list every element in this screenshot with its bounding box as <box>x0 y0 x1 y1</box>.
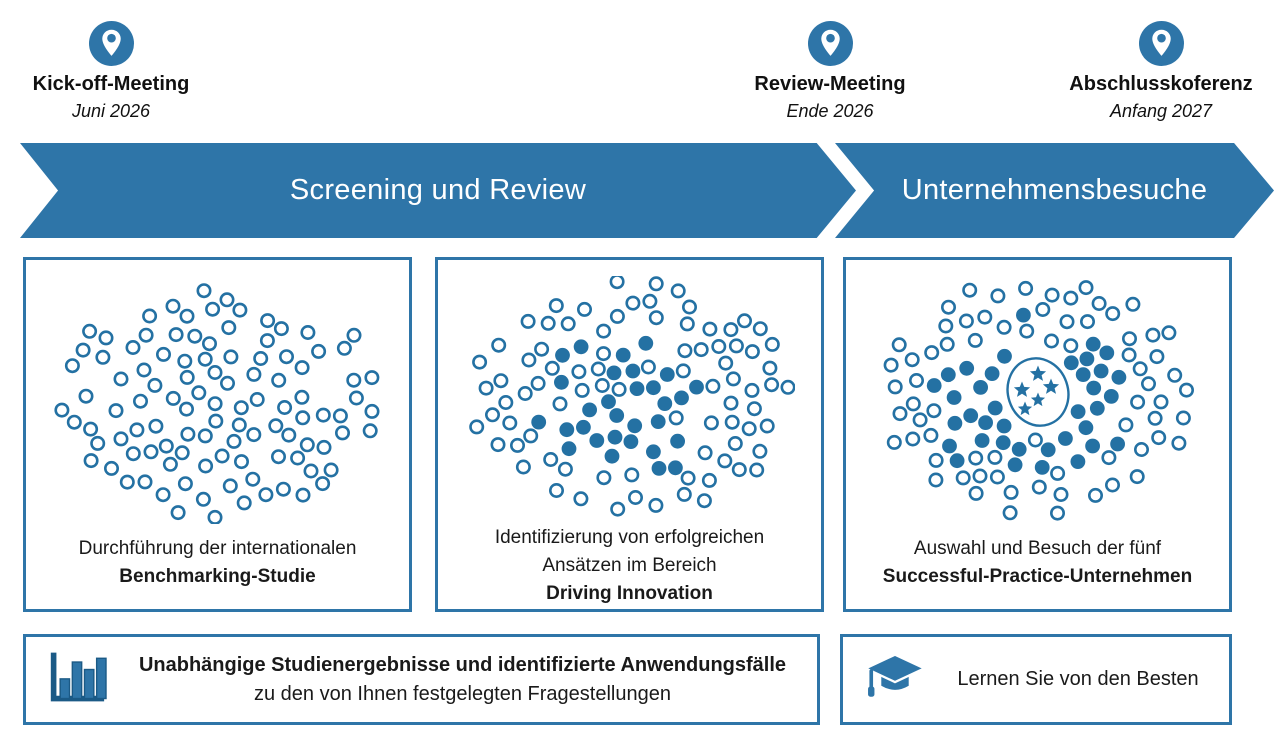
milestone-label: Abschlusskoferenz <box>1069 73 1253 95</box>
milestone-date: Ende 2026 <box>786 101 874 121</box>
step-box-driving-innovation: Identifizierung von erfolgreichen Ansätz… <box>435 257 824 612</box>
footer-bold-line: Unabhängige Studienergebnisse und identi… <box>138 653 787 676</box>
footer-line: Lernen Sie von den Besten <box>957 668 1199 690</box>
milestone-date: Juni 2026 <box>71 101 151 121</box>
caption-line: Durchführung der internationalen <box>78 538 357 559</box>
phase-label: Unternehmensbesuche <box>901 174 1208 206</box>
caption-line: Ansätzen im Bereich <box>542 555 717 576</box>
caption-line-bold: Successful-Practice-Unternehmen <box>882 566 1193 587</box>
bar-chart-icon <box>46 648 108 711</box>
milestone-label: Kick-off-Meeting <box>32 73 190 95</box>
footer-box-study-results: Unabhängige Studienergebnisse und identi… <box>23 634 820 725</box>
milestone-label: Review-Meeting <box>754 73 906 95</box>
location-pin-icon <box>1138 21 1184 66</box>
phase-arrow-company-visits: Unternehmensbesuche <box>835 143 1274 238</box>
step-caption: Durchführung der internationalen Benchma… <box>79 524 357 609</box>
location-pin-icon <box>807 21 853 66</box>
graduation-cap-icon <box>863 651 927 709</box>
step-box-benchmarking: Durchführung der internationalen Benchma… <box>23 257 412 612</box>
caption-line-bold: Benchmarking-Studie <box>119 566 316 587</box>
caption-line: Auswahl und Besuch der fünf <box>913 538 1162 559</box>
dot-cluster-illustration <box>53 283 379 524</box>
footer-text: Lernen Sie von den Besten <box>927 665 1229 694</box>
caption-line-bold: Driving Innovation <box>546 583 713 604</box>
milestone-date: Anfang 2027 <box>1109 101 1213 121</box>
dot-cluster-illustration <box>883 280 1194 521</box>
location-pin-icon <box>88 21 134 66</box>
caption-line: Identifizierung von erfolgreichen <box>494 527 765 548</box>
dot-cluster-illustration <box>468 276 795 517</box>
phase-arrow-screening: Screening und Review <box>20 143 856 238</box>
step-caption: Identifizierung von erfolgreichen Ansätz… <box>495 524 764 626</box>
step-box-successful-practice: Auswahl und Besuch der fünf Successful-P… <box>843 257 1232 612</box>
footer-box-learn-from-best: Lernen Sie von den Besten <box>840 634 1232 725</box>
milestone-final-conference: Abschlusskoferenz Anfang 2027 <box>1063 21 1259 122</box>
phase-label: Screening und Review <box>289 174 587 206</box>
milestone-review: Review-Meeting Ende 2026 <box>735 21 925 122</box>
footer-line: zu den von Ihnen festgelegten Fragestell… <box>254 682 671 705</box>
footer-text: Unabhängige Studienergebnisse und identi… <box>108 651 817 709</box>
step-caption: Auswahl und Besuch der fünf Successful-P… <box>883 524 1192 609</box>
milestone-kickoff: Kick-off-Meeting Juni 2026 <box>16 21 206 122</box>
